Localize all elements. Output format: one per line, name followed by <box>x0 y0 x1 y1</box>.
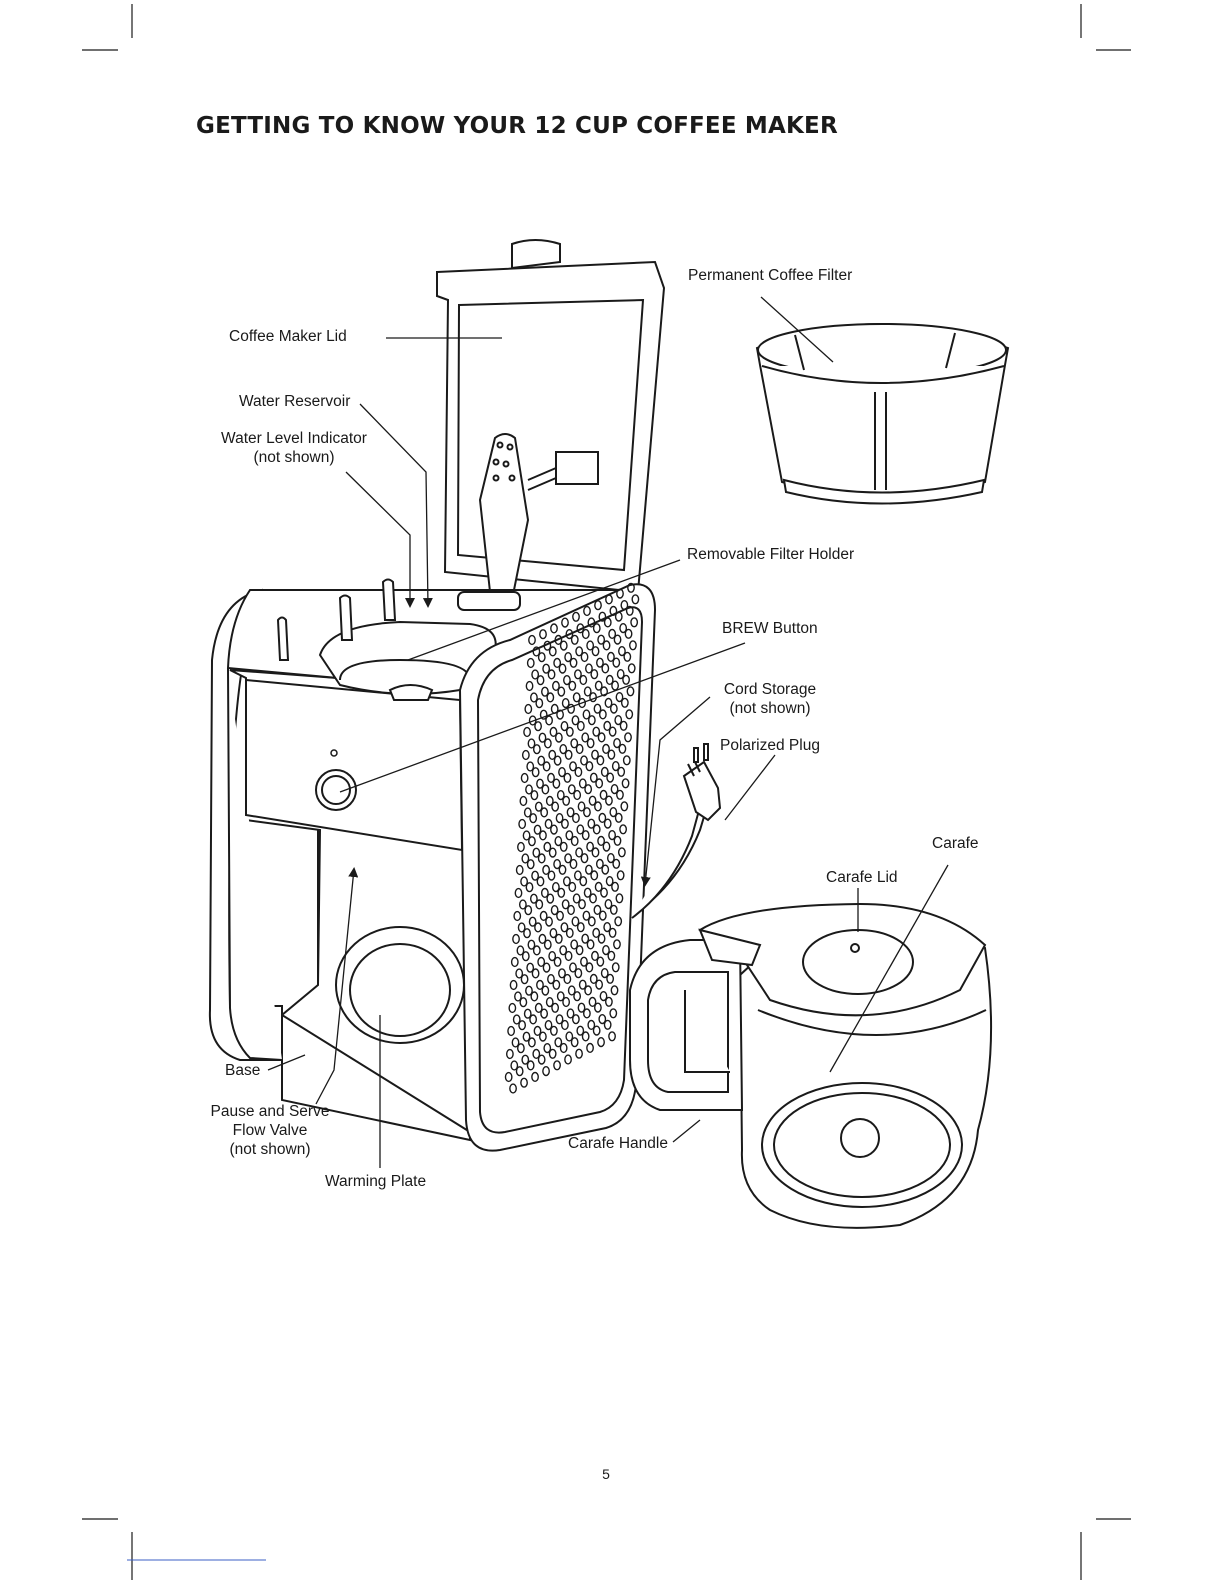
coffee-maker-lid <box>437 240 664 592</box>
label-carafe: Carafe <box>932 834 979 853</box>
label-cord-storage-note: (not shown) <box>715 699 825 718</box>
label-carafe-lid: Carafe Lid <box>826 868 898 887</box>
label-brew-button: BREW Button <box>722 619 818 638</box>
label-cord-storage: Cord Storage (not shown) <box>715 680 825 718</box>
permanent-coffee-filter <box>757 324 1008 504</box>
label-pause-and-serve-line2: Flow Valve <box>200 1121 340 1140</box>
label-pause-and-serve-line1: Pause and Serve <box>200 1102 340 1121</box>
label-water-level-indicator-note: (not shown) <box>214 448 374 467</box>
label-warming-plate: Warming Plate <box>325 1172 426 1191</box>
label-base: Base <box>225 1061 260 1080</box>
label-polarized-plug: Polarized Plug <box>720 736 820 755</box>
warming-plate <box>336 927 464 1043</box>
label-water-reservoir: Water Reservoir <box>239 392 350 411</box>
side-panel <box>460 583 655 1150</box>
label-removable-filter-holder: Removable Filter Holder <box>687 545 854 564</box>
label-carafe-handle: Carafe Handle <box>568 1134 668 1153</box>
label-permanent-coffee-filter: Permanent Coffee Filter <box>688 266 852 285</box>
label-water-level-indicator: Water Level Indicator (not shown) <box>214 429 374 467</box>
label-pause-and-serve-note: (not shown) <box>200 1140 340 1159</box>
label-cord-storage-name: Cord Storage <box>715 680 825 699</box>
label-coffee-maker-lid: Coffee Maker Lid <box>229 327 347 346</box>
page-number: 5 <box>596 1466 616 1482</box>
label-pause-and-serve: Pause and Serve Flow Valve (not shown) <box>200 1102 340 1159</box>
label-water-level-indicator-name: Water Level Indicator <box>214 429 374 448</box>
